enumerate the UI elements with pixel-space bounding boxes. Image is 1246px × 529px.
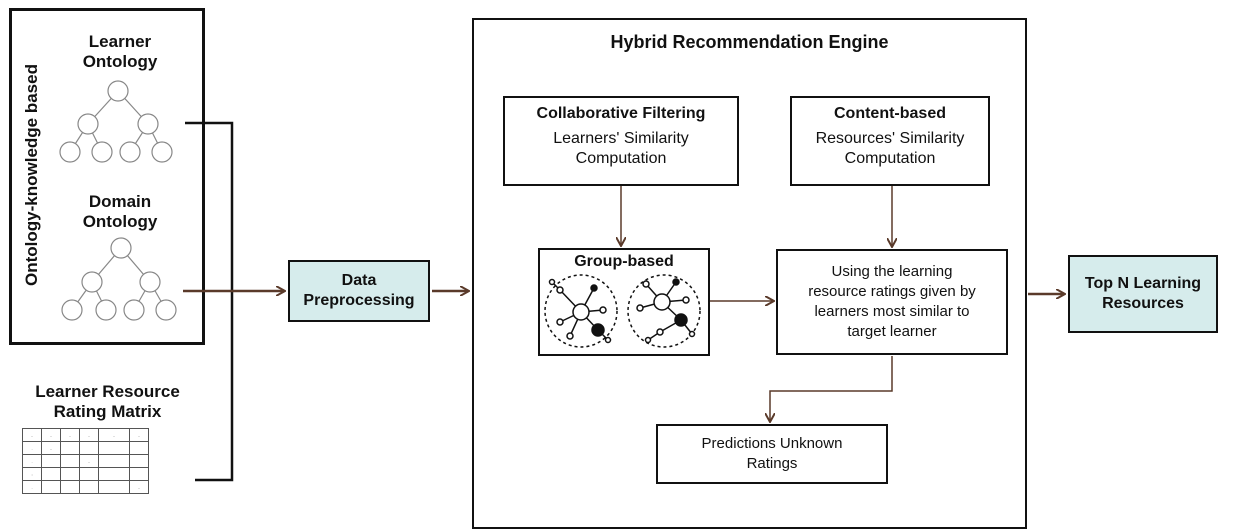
engine-title: Hybrid Recommendation Engine xyxy=(610,31,889,52)
domain-ontology-label: Domain Ontology xyxy=(82,192,158,231)
ontology-panel xyxy=(9,8,205,345)
data-preprocessing-box: Data Preprocessing xyxy=(288,260,430,322)
group-cluster-icon-right xyxy=(627,274,701,348)
top-n-output-box: Top N Learning Resources xyxy=(1068,255,1218,333)
learner-ontology-tree-icon xyxy=(59,80,173,163)
content-based-body: Resources' Similarity Computation xyxy=(815,130,965,167)
domain-ontology-tree-icon xyxy=(61,237,177,321)
predictions-box: Predictions Unknown Ratings xyxy=(656,424,888,484)
collaborative-filtering-box: Collaborative Filtering Learners' Simila… xyxy=(503,96,739,186)
using-ratings-box: Using the learning resource ratings give… xyxy=(776,249,1008,355)
rating-matrix-title: Learner Resource Rating Matrix xyxy=(35,382,180,421)
rating-matrix-table: ............ ... ... : ... xyxy=(22,428,149,494)
arrow-using-to-predictions xyxy=(770,356,893,421)
group-cluster-icon-left xyxy=(544,274,618,348)
learner-ontology-label: Learner Ontology xyxy=(82,32,158,71)
input-connectors xyxy=(185,121,234,482)
content-based-box: Content-based Resources' Similarity Comp… xyxy=(790,96,990,186)
collaborative-filtering-body: Learners' Similarity Computation xyxy=(553,130,689,167)
collaborative-filtering-title: Collaborative Filtering xyxy=(536,105,706,122)
group-based-title: Group-based xyxy=(574,253,674,270)
content-based-title: Content-based xyxy=(834,105,946,122)
